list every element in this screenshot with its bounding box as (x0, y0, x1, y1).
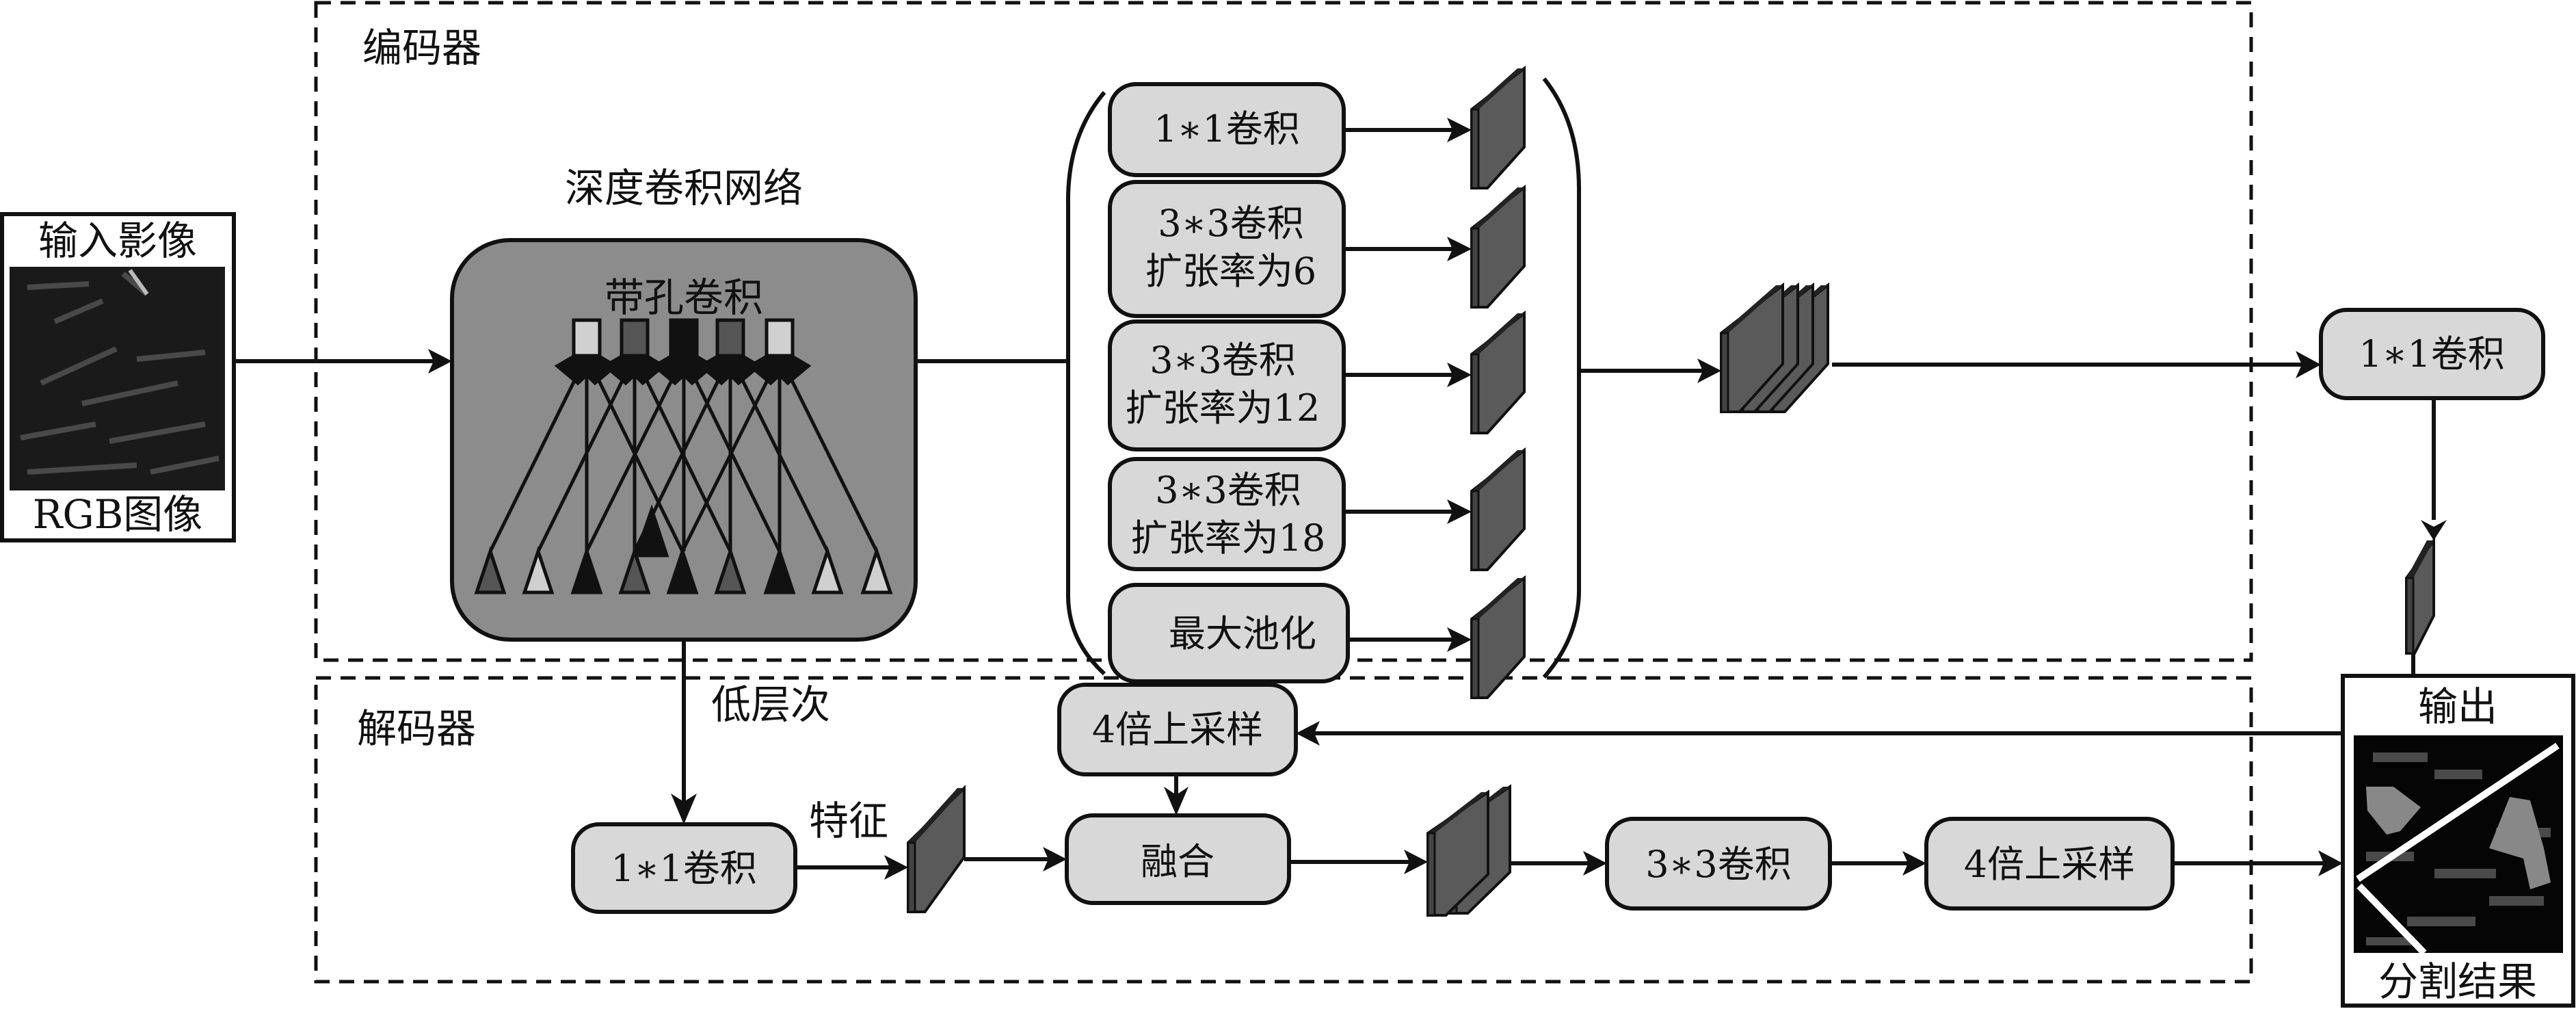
upsample-out-label: 4倍上采样 (1964, 843, 2135, 886)
arrow-head (2421, 520, 2447, 540)
concat-feature-stack-icon (1720, 282, 1829, 413)
arrow-head (1447, 118, 1472, 142)
fused-feature-map-icon (1426, 784, 1511, 917)
output-caption: 分割结果 (2378, 958, 2537, 1005)
arrow-head (1697, 358, 1721, 383)
atrous-convolution-icon (474, 318, 893, 594)
branch-label: 3∗3卷积 (1158, 202, 1303, 245)
arrow-head (884, 855, 908, 880)
decoder-upsample-out-box: 4倍上采样 (1924, 817, 2175, 910)
arrow-head (1447, 237, 1472, 261)
atrous-label: 带孔卷积 (605, 274, 763, 321)
decoder-conv1-label: 1∗1卷积 (611, 847, 756, 890)
encoder-label: 编码器 (362, 25, 481, 71)
aspp-branch-5: 最大池化 (1108, 583, 1350, 683)
branch-rate-label: 扩张率为18 (1131, 516, 1326, 560)
decoder-1x1-conv-box: 1∗1卷积 (571, 822, 797, 914)
arrow-head (1404, 850, 1428, 874)
decoder-upsample-top-box: 4倍上采样 (1057, 683, 1298, 776)
input-title: 输入影像 (38, 218, 197, 264)
arrow-head (1583, 851, 1607, 876)
input-caption: RGB图像 (33, 491, 203, 538)
encoder-output-feature-map-icon (2405, 536, 2435, 655)
aspp-branch-3: 3∗3卷积 扩张率为12 (1108, 319, 1346, 451)
branch-rate-label: 扩张率为12 (1126, 386, 1320, 430)
feature-map-slab (1470, 65, 1526, 189)
arrow-head (1043, 847, 1067, 872)
arrow-head (1164, 787, 1189, 815)
satellite-image (10, 267, 225, 490)
feature-label: 特征 (809, 798, 888, 844)
arrow-head (671, 794, 697, 824)
low-level-label: 低层次 (711, 681, 830, 728)
low-level-feature-map-icon (907, 785, 966, 913)
feature-map-slab (1470, 575, 1526, 699)
arrow-head (1447, 627, 1472, 652)
encoder-conv-label: 1∗1卷积 (2359, 332, 2504, 376)
fuse-box: 融合 (1065, 813, 1291, 905)
feature-map-slab (1470, 184, 1526, 309)
arrow-head (1447, 499, 1472, 524)
feature-map-slab (1470, 447, 1526, 571)
feature-map-slab (907, 785, 966, 913)
arrow-head (1902, 851, 1926, 876)
branch-label: 1∗1卷积 (1154, 107, 1299, 150)
arrow-head (1447, 363, 1472, 387)
backbone-box: 带孔卷积 (450, 238, 918, 642)
decoder-label: 解码器 (357, 705, 476, 752)
aspp-left-bracket (1065, 91, 1106, 676)
backbone-title: 深度卷积网络 (565, 165, 803, 211)
arrow-head (1296, 721, 1320, 746)
segmentation-result-image (2354, 735, 2563, 956)
branch-rate-label: 扩张率为6 (1145, 250, 1316, 293)
encoder-1x1-conv-box: 1∗1卷积 (2319, 308, 2545, 400)
decoder-3x3-conv-box: 3∗3卷积 (1605, 817, 1832, 910)
branch-label: 最大池化 (1169, 612, 1316, 655)
feature-map-slab (1720, 282, 1784, 413)
branch-label: 3∗3卷积 (1150, 339, 1295, 382)
arrow-head (428, 349, 452, 374)
output-panel: 输出 分割结果 (2341, 674, 2575, 1008)
feature-map-slab (1426, 789, 1489, 917)
upsample-top-label: 4倍上采样 (1092, 708, 1263, 751)
branch-label: 3∗3卷积 (1155, 469, 1301, 512)
fuse-label: 融合 (1141, 840, 1214, 883)
arrow-head (2318, 850, 2343, 876)
feature-map-slab (2405, 536, 2435, 655)
conv3-label: 3∗3卷积 (1645, 843, 1791, 886)
feature-map-slab (1470, 310, 1526, 434)
arrow-head (2296, 351, 2321, 378)
output-title: 输出 (2418, 683, 2497, 730)
aspp-branch-1: 1∗1卷积 (1108, 82, 1346, 177)
input-image-panel: 输入影像 RGB图像 (0, 212, 236, 542)
aspp-branch-2: 3∗3卷积 扩张率为6 (1108, 180, 1346, 318)
aspp-branch-4: 3∗3卷积 扩张率为18 (1108, 457, 1346, 571)
aspp-right-bracket (1542, 77, 1582, 679)
